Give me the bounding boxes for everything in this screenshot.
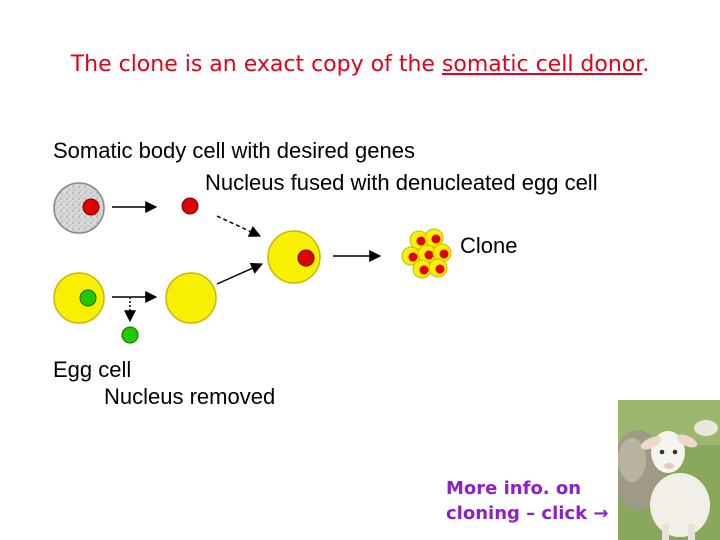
somatic-cell [53,182,105,234]
clone-cell [432,243,452,263]
label-egg-cell: Egg cell [53,357,132,382]
fused-egg-cell [267,230,321,284]
clone-cell [401,246,421,266]
denucleated-egg-cell [165,272,217,324]
egg-cell [53,272,105,324]
clone-cell [424,228,444,248]
somatic-nucleus [181,197,199,215]
clone-cluster [401,228,452,279]
arrow-nucleus-to-egg [216,215,262,237]
clone-cell [428,258,448,278]
label-somatic-cell: Somatic body cell with desired genes [53,138,415,163]
label-nucleus-removed: Nucleus removed [104,384,276,409]
more-info-line1: More info. on [446,478,582,499]
more-info-link[interactable]: More info. on cloning – click → [446,476,608,526]
label-fused-nucleus: Nucleus fused with denucleated egg cell [205,170,598,195]
label-clone: Clone [460,233,518,258]
more-info-line2: cloning – click → [446,503,609,524]
removed-nucleus [121,326,139,344]
slide-title: The clone is an exact copy of the somati… [0,52,720,77]
title-emphasis: somatic cell donor [441,52,643,77]
arrow-egg-to-fusion [216,262,264,285]
title-prefix: The clone is an exact copy of the [70,52,442,77]
title-suffix: . [642,52,650,77]
clone-cell [412,259,432,279]
lamb-photo[interactable] [618,400,720,540]
